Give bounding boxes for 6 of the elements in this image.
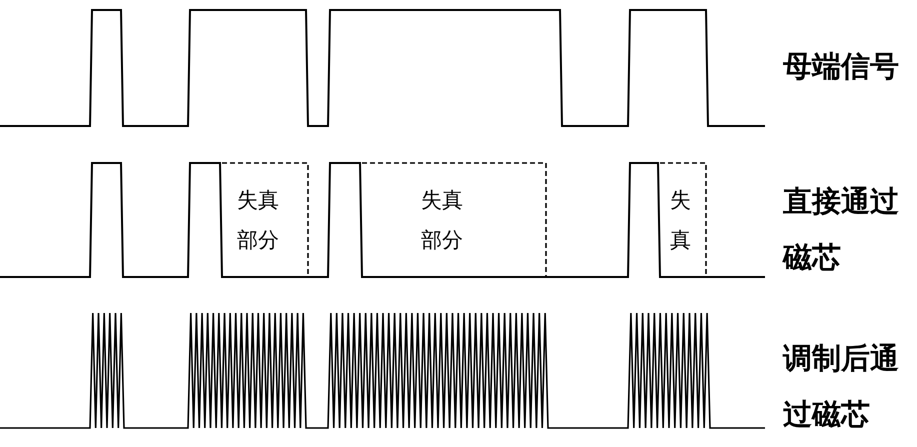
signal-label: 母端信号 [783,48,900,85]
distortion-label: 失真 [670,187,692,254]
distortion-label: 失真部分 [237,187,280,254]
signal-label: 直接通过磁芯 [783,183,900,276]
distortion-label: 失真部分 [421,187,464,254]
signal-label: 调制后通过磁芯 [783,340,900,433]
